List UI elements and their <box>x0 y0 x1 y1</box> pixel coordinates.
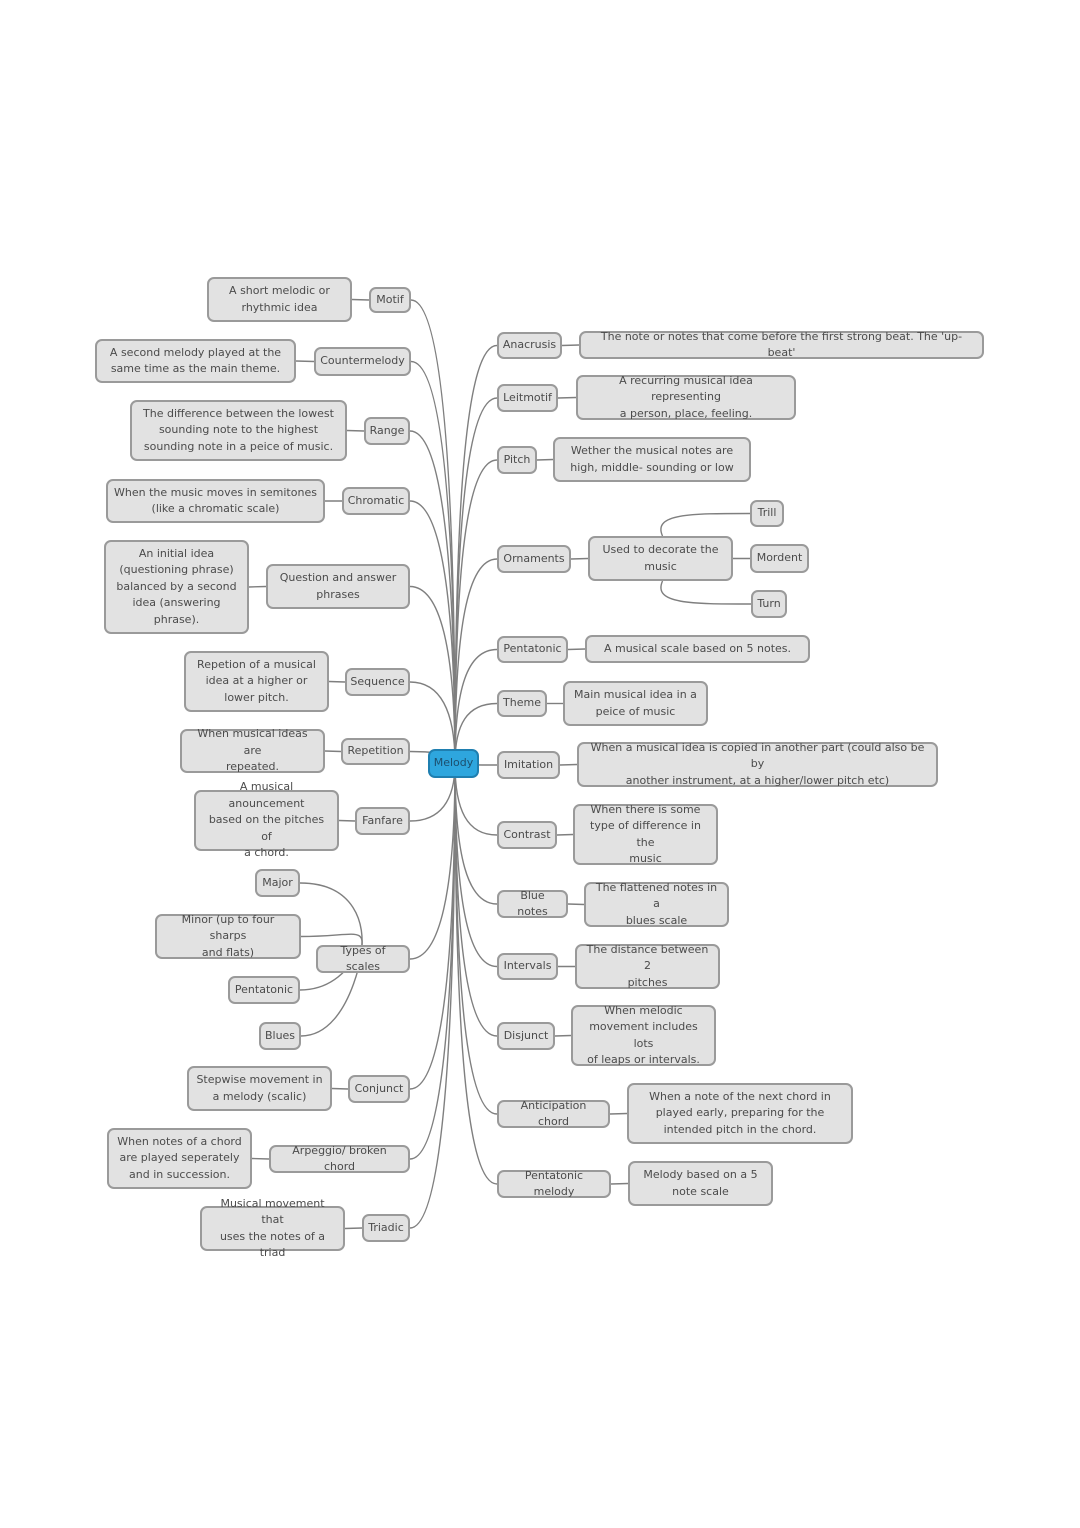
node-pentatonic-def: A musical scale based on 5 notes. <box>585 635 810 663</box>
node-anacrusis-def: The note or notes that come before the f… <box>579 330 984 359</box>
node-arpeggio: Arpeggio/ broken chord <box>269 1144 410 1173</box>
edge-arpeggio_def <box>251 1157 270 1160</box>
node-pitch: Pitch <box>497 446 537 474</box>
node-anticipation: Anticipation chord <box>497 1099 610 1128</box>
node-intervals-def: The distance between 2 pitches <box>575 943 720 989</box>
node-mordent: Mordent <box>750 544 809 573</box>
node-repetition-def: When musical ideas are repeated. <box>180 727 325 773</box>
edge-turn <box>660 580 752 605</box>
edge-repetition_def <box>324 750 342 753</box>
edge-bluenotes_def <box>567 903 585 906</box>
edge-anacrusis_def <box>561 344 580 347</box>
node-theme: Theme <box>497 690 547 717</box>
edge-anacrusis <box>454 344 498 764</box>
node-range-def: The difference between the lowest soundi… <box>130 400 347 461</box>
edge-pentatonic <box>454 648 498 764</box>
edge-sequence_def <box>328 680 346 683</box>
node-imitation-def: When a musical idea is copied in another… <box>577 741 938 787</box>
node-disjunct-def: When melodic movement includes lots of l… <box>571 1004 716 1066</box>
node-trill: Trill <box>750 500 784 527</box>
node-major: Major <box>255 869 300 897</box>
node-question: Question and answer phrases <box>266 564 410 609</box>
node-anacrusis: Anacrusis <box>497 332 562 359</box>
node-ornaments: Ornaments <box>497 545 571 573</box>
edge-motif <box>410 299 456 764</box>
edge-question <box>409 585 456 764</box>
edge-bluenotes <box>454 763 498 905</box>
edge-ornaments_def <box>570 557 589 560</box>
edge-disjunct_def <box>554 1034 572 1037</box>
node-fanfare: Fanfare <box>355 807 410 835</box>
node-disjunct: Disjunct <box>497 1022 555 1050</box>
node-conjunct: Conjunct <box>348 1075 410 1103</box>
node-theme-def: Main musical idea in a peice of music <box>563 681 708 726</box>
edge-pitch <box>454 459 498 764</box>
node-countermelody-def: A second melody played at the same time … <box>95 339 296 383</box>
edge-pentatonic_def <box>567 648 586 651</box>
edge-ornaments <box>454 558 498 764</box>
node-range: Range <box>364 417 410 445</box>
edge-triadic <box>409 763 456 1229</box>
edge-range_def <box>346 429 365 432</box>
node-sequence: Sequence <box>345 668 410 696</box>
node-conjunct-def: Stepwise movement in a melody (scalic) <box>187 1066 332 1111</box>
edge-scales <box>409 763 456 960</box>
edge-question_def <box>248 585 267 588</box>
node-anticipation-def: When a note of the next chord in played … <box>627 1083 853 1144</box>
node-triadic: Triadic <box>362 1214 410 1242</box>
edge-pentmelody_def <box>610 1182 629 1185</box>
node-imitation: Imitation <box>497 751 560 779</box>
node-pitch-def: Wether the musical notes are high, middl… <box>553 437 751 482</box>
edge-contrast_def <box>556 833 574 836</box>
node-fanfare-def: A musical anouncement based on the pitch… <box>194 780 339 859</box>
node-pentmelody: Pentatonic melody <box>497 1169 611 1198</box>
node-motif: Motif <box>369 287 411 313</box>
node-blues: Blues <box>259 1022 301 1050</box>
node-turn: Turn <box>751 590 787 618</box>
node-countermelody: Countermelody <box>314 347 411 376</box>
node-melody: Melody <box>428 749 479 778</box>
node-leitmotif: Leitmotif <box>497 384 558 412</box>
edge-fanfare_def <box>338 819 356 822</box>
node-minor: Minor (up to four sharps and flats) <box>155 913 301 959</box>
node-contrast-def: When there is some type of difference in… <box>573 803 718 865</box>
node-arpeggio-def: When notes of a chord are played seperat… <box>107 1128 252 1189</box>
edge-motif_def <box>351 298 370 301</box>
node-scales: Types of scales <box>316 944 410 973</box>
node-repetition: Repetition <box>341 738 410 765</box>
node-ornaments-def: Used to decorate the music <box>588 536 733 581</box>
node-motif-def: A short melodic or rhythmic idea <box>207 277 352 322</box>
edge-leitmotif_def <box>557 396 577 399</box>
edge-chromatic <box>409 500 456 764</box>
edge-imitation_def <box>559 763 578 766</box>
node-intervals: Intervals <box>497 953 558 980</box>
node-pentatonic: Pentatonic <box>497 636 568 663</box>
node-chromatic: Chromatic <box>342 487 410 515</box>
edge-trill <box>660 512 751 537</box>
node-contrast: Contrast <box>497 821 557 849</box>
node-pentmelody-def: Melody based on a 5 note scale <box>628 1161 773 1206</box>
edge-conjunct_def <box>331 1087 349 1090</box>
edge-anticipation_def <box>609 1112 628 1115</box>
node-leitmotif-def: A recurring musical idea representing a … <box>576 374 796 420</box>
node-bluenotes-def: The flattened notes in a blues scale <box>584 881 729 927</box>
node-triadic-def: Musical movement that uses the notes of … <box>200 1197 345 1259</box>
edge-triadic_def <box>344 1227 363 1230</box>
edge-pitch_def <box>536 458 554 461</box>
node-chromatic-def: When the music moves in semitones (like … <box>106 479 325 523</box>
edge-pentmelody <box>454 763 498 1185</box>
edge-countermelody_def <box>295 360 315 363</box>
node-sequence-def: Repetion of a musical idea at a higher o… <box>184 651 329 712</box>
node-bluenotes: Blue notes <box>497 889 568 918</box>
node-question-def: An initial idea (questioning phrase) bal… <box>104 540 249 634</box>
node-pentatonic-scale: Pentatonic <box>228 976 300 1004</box>
